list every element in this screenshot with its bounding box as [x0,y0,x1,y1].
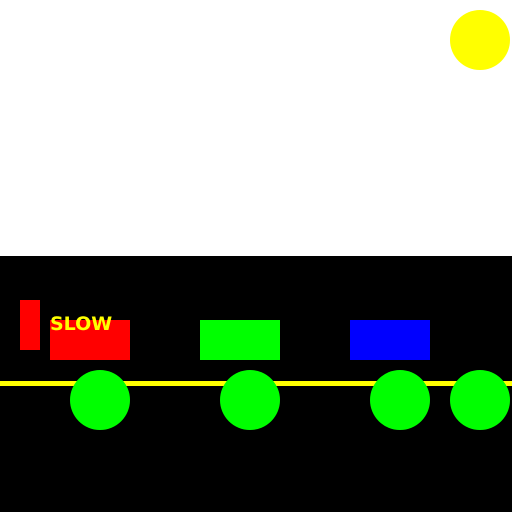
train-car-front [50,320,130,360]
train-wheel [220,370,280,430]
train-car-rear [350,320,430,360]
signal-post [20,300,40,350]
speed-status-label: SLOW [50,313,113,335]
sky [0,0,512,256]
train-car-middle [200,320,280,360]
train-wheel [70,370,130,430]
train-wheel [370,370,430,430]
train-wheel [450,370,510,430]
sun [450,10,510,70]
